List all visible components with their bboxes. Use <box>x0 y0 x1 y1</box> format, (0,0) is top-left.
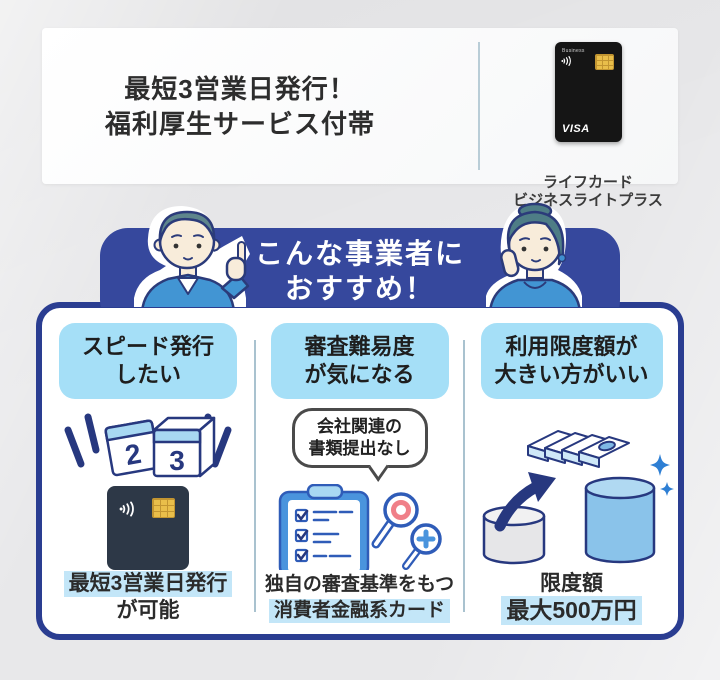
speech-bubble: 会社関連の 書類提出なし <box>291 408 428 468</box>
product-banner-card: 最短3営業日発行！ 福利厚生サービス付帯 Business VISA ライフカー… <box>42 28 678 209</box>
clipboard-check-icon <box>278 484 442 570</box>
column1-header: スピード発行 したい <box>59 323 237 399</box>
contactless-icon <box>119 501 134 517</box>
headline-line2: 福利厚生サービス付帯 <box>104 109 375 139</box>
woman-illustration <box>486 202 582 307</box>
column2-header: 審査難易度 が気になる <box>270 323 449 399</box>
contactless-icon <box>561 56 571 66</box>
card-chip-icon <box>595 54 614 70</box>
recommend-banner: こんな事業者に おすすめ！ <box>100 200 620 307</box>
column1-caption: 最短3営業日発行 が可能 <box>42 570 254 624</box>
banner-title: こんな事業者に おすすめ！ <box>254 238 465 304</box>
credit-card-image: Business VISA <box>555 42 622 142</box>
column3-caption: 限度額 最大500万円 <box>465 570 678 625</box>
pointing-hand <box>220 241 250 300</box>
column3-header: 利用限度額が 大きい方がいい <box>480 323 663 399</box>
card-chip-icon <box>152 498 175 518</box>
calendar-icon: 2 3 <box>64 413 232 478</box>
column-credit-limit: 利用限度額が 大きい方がいい <box>465 308 678 634</box>
card-name-label: ライフカード ビジネスライトプラス <box>513 174 663 209</box>
vertical-divider <box>478 42 480 170</box>
column-divider <box>463 340 465 612</box>
hand-on-cheek <box>500 248 520 278</box>
money-growth-icon <box>482 430 674 565</box>
card-brand-text: Business <box>562 48 585 54</box>
product-headline: 最短3営業日発行！ 福利厚生サービス付帯 <box>42 72 438 142</box>
sparkle-icon <box>659 482 674 496</box>
svg-text:3: 3 <box>169 445 185 476</box>
column-screening: 審査難易度 が気になる 会社関連の 書類提出なし <box>256 308 463 634</box>
sparkle-icon <box>649 454 670 476</box>
recommend-box: スピード発行 したい 2 3 <box>36 302 684 640</box>
column2-caption: 独自の審査基準をもつ 消費者金融系カード <box>264 574 455 623</box>
man-illustration <box>134 206 250 307</box>
headline-line1: 最短3営業日発行！ <box>124 74 356 104</box>
earring-icon <box>557 253 567 263</box>
mini-card-icon <box>107 486 189 570</box>
column-speed-issue: スピード発行 したい 2 3 <box>42 308 254 634</box>
svg-text:2: 2 <box>123 438 144 471</box>
visa-logo: VISA <box>562 123 590 135</box>
column-divider <box>254 340 256 612</box>
